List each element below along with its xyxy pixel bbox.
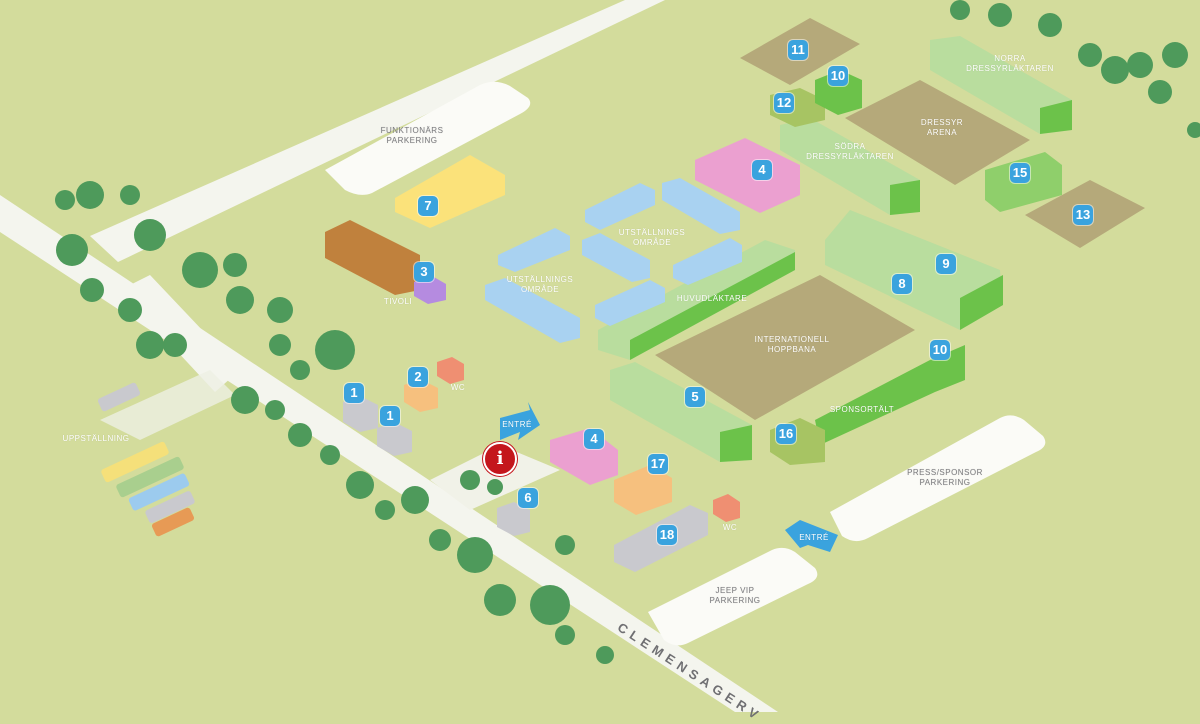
marker-18[interactable]: 18 — [657, 525, 677, 545]
marker-10-south[interactable]: 10 — [930, 340, 950, 360]
label-line: INTERNATIONELL — [754, 335, 830, 344]
label-line: DRESSYR — [920, 118, 964, 127]
building-17 — [614, 465, 672, 515]
label-uppstallning: UPPSTÄLLNING — [62, 434, 130, 443]
exhibition-tents — [485, 178, 742, 343]
label-wc-2: WC — [722, 523, 738, 532]
entre-arrow-1 — [500, 402, 540, 440]
hoppbana-arena — [655, 275, 915, 420]
marker-4-north[interactable]: 4 — [752, 160, 772, 180]
label-line: OMRÅDE — [520, 285, 560, 294]
label-line: JEEP VIP — [715, 586, 755, 595]
marker-1b[interactable]: 1 — [380, 406, 400, 426]
label-line: NORRA — [994, 54, 1026, 63]
building-1a — [343, 396, 378, 432]
building-6 — [497, 502, 530, 536]
dressyr-arena — [845, 80, 1030, 185]
label-line: DRESSYRLÄKTAREN — [966, 64, 1054, 73]
label-line: UTSTÄLLNINGS — [618, 228, 686, 237]
green-stands — [598, 36, 1072, 465]
label-line: OMRÅDE — [632, 238, 672, 247]
label-line: UTSTÄLLNINGS — [506, 275, 574, 284]
tivoli-building — [325, 220, 420, 295]
label-wc-1: WC — [450, 383, 466, 392]
road-uppstallning — [100, 370, 235, 440]
label-entre-1: ENTRÉ — [502, 420, 532, 429]
label-line: PARKERING — [709, 596, 761, 605]
label-line: HOPPBANA — [767, 345, 817, 354]
marker-5[interactable]: 5 — [685, 387, 705, 407]
label-tivoli: TIVOLI — [383, 297, 413, 306]
label-line: SÖDRA — [834, 142, 866, 151]
marker-16[interactable]: 16 — [776, 424, 796, 444]
marker-11[interactable]: 11 — [788, 40, 808, 60]
marker-6[interactable]: 6 — [518, 488, 538, 508]
marker-8[interactable]: 8 — [892, 274, 912, 294]
label-line: ARENA — [926, 128, 958, 137]
road-north — [90, 0, 665, 262]
entre-arrow-2 — [785, 520, 838, 552]
building-2 — [404, 379, 438, 412]
wc-building-2 — [713, 494, 740, 522]
uppstallning-trucks — [97, 382, 195, 537]
marker-12[interactable]: 12 — [774, 93, 794, 113]
marker-13[interactable]: 13 — [1073, 205, 1093, 225]
marker-4-south[interactable]: 4 — [584, 429, 604, 449]
wc-building-1 — [437, 357, 464, 384]
trees — [55, 0, 1200, 664]
label-sponsortalt: SPONSORTÄLT — [829, 405, 895, 414]
building-3 — [414, 276, 446, 304]
label-line: PARKERING — [386, 136, 438, 145]
marker-17[interactable]: 17 — [648, 454, 668, 474]
marker-7[interactable]: 7 — [418, 196, 438, 216]
label-line: DRESSYRLÄKTAREN — [806, 152, 894, 161]
info-icon[interactable]: i — [483, 442, 517, 476]
label-line: PRESS/SPONSOR — [907, 468, 983, 477]
building-1b — [377, 422, 412, 456]
marker-1a[interactable]: 1 — [344, 383, 364, 403]
marker-9[interactable]: 9 — [936, 254, 956, 274]
marker-3[interactable]: 3 — [414, 262, 434, 282]
label-entre-2: ENTRÉ — [799, 533, 829, 542]
pink-building-4-north — [695, 138, 800, 213]
road-entrance — [430, 445, 560, 510]
label-huvudlaktare: HUVUDLÄKTARE — [676, 294, 748, 303]
marker-15[interactable]: 15 — [1010, 163, 1030, 183]
label-line: FUNKTIONÄRS — [380, 126, 444, 135]
road-side — [120, 275, 240, 392]
marker-10-north[interactable]: 10 — [828, 66, 848, 86]
marker-2[interactable]: 2 — [408, 367, 428, 387]
label-line: PARKERING — [919, 478, 971, 487]
press-parking-lot — [830, 415, 1046, 542]
funktionars-parking-lot — [325, 81, 531, 195]
jeep-parking-lot — [648, 547, 818, 646]
